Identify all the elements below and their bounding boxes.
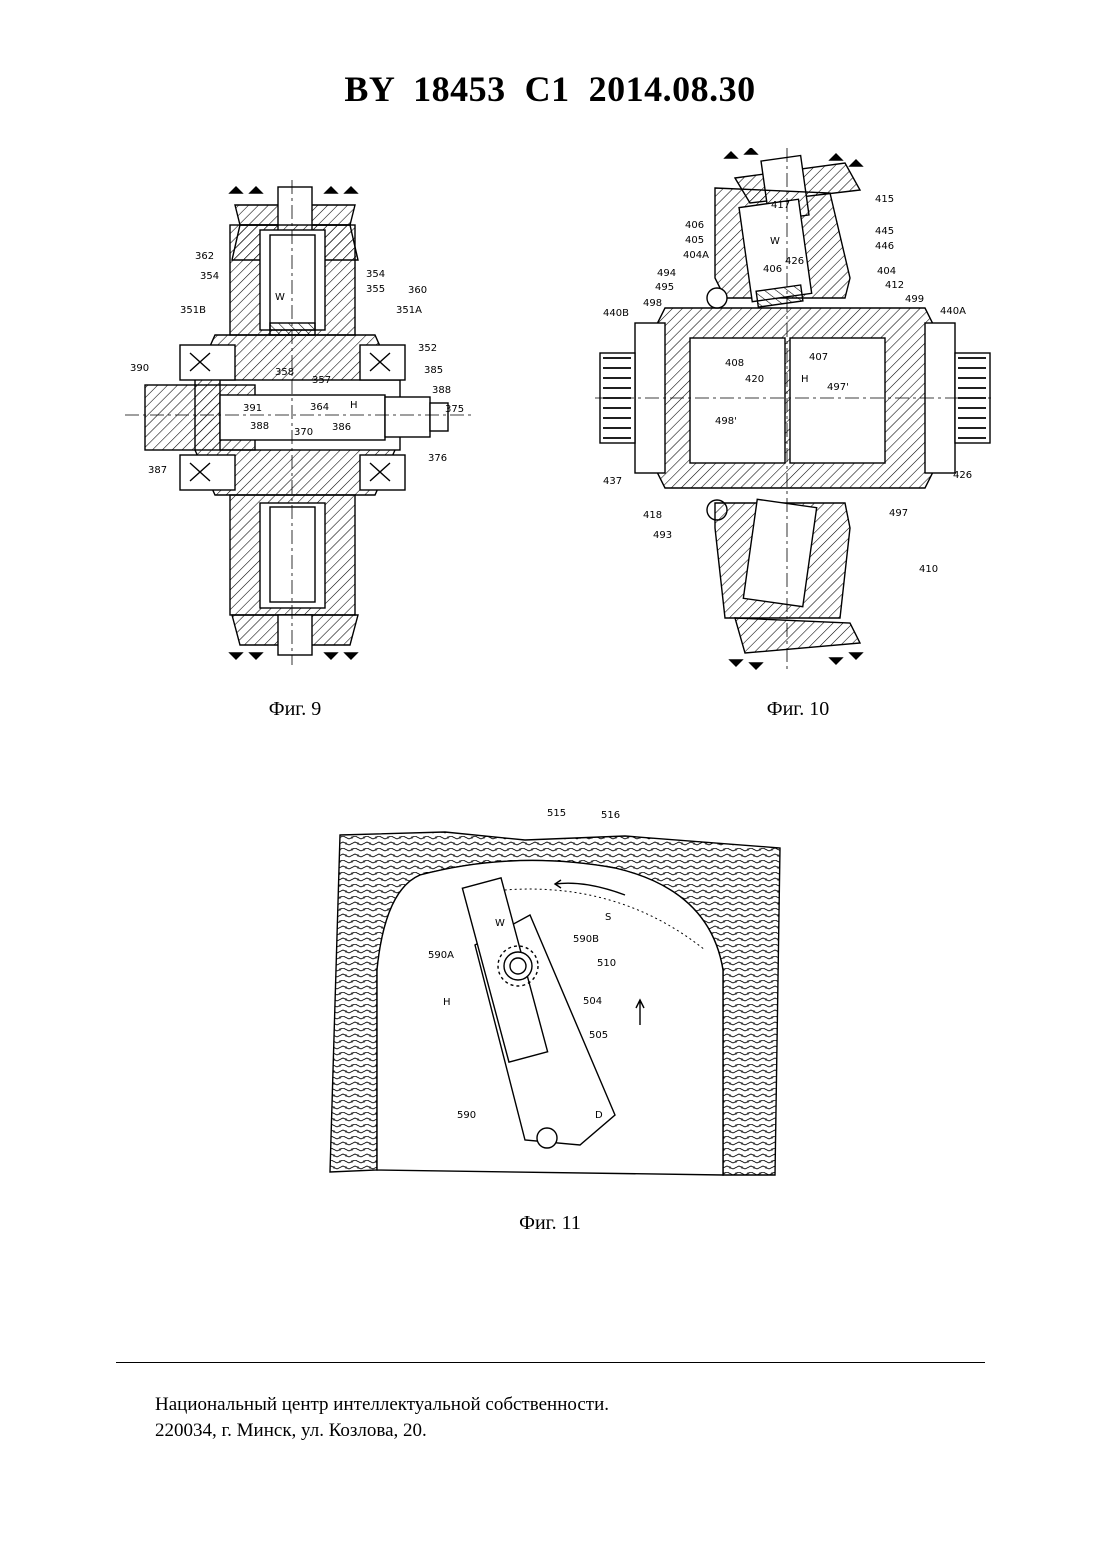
figure-10-caption: Фиг. 10 bbox=[698, 698, 898, 721]
footer: Национальный центр интеллектуальной собс… bbox=[155, 1392, 609, 1444]
svg-text:387: 387 bbox=[148, 465, 167, 476]
svg-text:390: 390 bbox=[130, 363, 149, 374]
svg-text:364: 364 bbox=[310, 402, 329, 413]
svg-text:446: 446 bbox=[875, 241, 894, 252]
svg-text:352: 352 bbox=[418, 343, 437, 354]
svg-text:499: 499 bbox=[905, 294, 924, 305]
svg-text:360: 360 bbox=[408, 285, 427, 296]
svg-text:388: 388 bbox=[432, 385, 451, 396]
svg-text:H: H bbox=[350, 400, 358, 411]
svg-text:515: 515 bbox=[547, 808, 566, 819]
svg-text:351B: 351B bbox=[180, 305, 206, 316]
svg-text:406: 406 bbox=[763, 264, 782, 275]
svg-text:510: 510 bbox=[597, 958, 616, 969]
svg-text:376: 376 bbox=[428, 453, 447, 464]
svg-text:358: 358 bbox=[275, 367, 294, 378]
svg-text:497: 497 bbox=[889, 508, 908, 519]
svg-text:391: 391 bbox=[243, 403, 262, 414]
svg-text:504: 504 bbox=[583, 996, 602, 1007]
svg-text:D: D bbox=[595, 1110, 603, 1121]
svg-text:440A: 440A bbox=[940, 306, 966, 317]
svg-text:S: S bbox=[605, 912, 611, 923]
svg-text:505: 505 bbox=[589, 1030, 608, 1041]
svg-text:410: 410 bbox=[919, 564, 938, 575]
svg-text:407: 407 bbox=[809, 352, 828, 363]
svg-text:494: 494 bbox=[657, 268, 676, 279]
svg-text:388: 388 bbox=[250, 421, 269, 432]
footer-line-1: Национальный центр интеллектуальной собс… bbox=[155, 1392, 609, 1418]
svg-text:H: H bbox=[801, 374, 809, 385]
svg-text:437: 437 bbox=[603, 476, 622, 487]
svg-text:375: 375 bbox=[445, 404, 464, 415]
figure-11-drawing: 515 516 S W 590B 590A 510 H 504 505 590 … bbox=[325, 800, 785, 1180]
svg-text:408: 408 bbox=[725, 358, 744, 369]
svg-text:445: 445 bbox=[875, 226, 894, 237]
svg-text:W: W bbox=[275, 292, 285, 303]
svg-text:354: 354 bbox=[200, 271, 219, 282]
svg-text:516: 516 bbox=[601, 810, 620, 821]
svg-text:405: 405 bbox=[685, 235, 704, 246]
svg-text:420: 420 bbox=[745, 374, 764, 385]
svg-text:590: 590 bbox=[457, 1110, 476, 1121]
svg-text:W: W bbox=[770, 236, 780, 247]
svg-text:497': 497' bbox=[827, 382, 849, 393]
figure-9-caption: Фиг. 9 bbox=[195, 698, 395, 721]
svg-text:H: H bbox=[443, 997, 451, 1008]
svg-text:370: 370 bbox=[294, 427, 313, 438]
svg-text:493: 493 bbox=[653, 530, 672, 541]
svg-text:404: 404 bbox=[877, 266, 896, 277]
footer-line-2: 220034, г. Минск, ул. Козлова, 20. bbox=[155, 1418, 609, 1444]
svg-text:355: 355 bbox=[366, 284, 385, 295]
svg-text:386: 386 bbox=[332, 422, 351, 433]
figure-10-drawing: 415 417 406 405 404A 445 446 W 406 426 4… bbox=[595, 148, 995, 673]
svg-text:440B: 440B bbox=[603, 308, 629, 319]
svg-text:385: 385 bbox=[424, 365, 443, 376]
svg-text:418: 418 bbox=[643, 510, 662, 521]
svg-text:404A: 404A bbox=[683, 250, 709, 261]
svg-text:406: 406 bbox=[685, 220, 704, 231]
svg-text:351A: 351A bbox=[396, 305, 422, 316]
svg-text:590A: 590A bbox=[428, 950, 454, 961]
svg-text:362: 362 bbox=[195, 251, 214, 262]
svg-text:498: 498 bbox=[643, 298, 662, 309]
figure-9-drawing: 362 354 354 355 360 351B 351A 352 W 390 … bbox=[120, 175, 500, 670]
svg-text:357: 357 bbox=[312, 375, 331, 386]
svg-text:426: 426 bbox=[785, 256, 804, 267]
svg-text:415: 415 bbox=[875, 194, 894, 205]
svg-text:590B: 590B bbox=[573, 934, 599, 945]
document-header: BY 18453 C1 2014.08.30 bbox=[0, 68, 1100, 110]
svg-text:354: 354 bbox=[366, 269, 385, 280]
footer-divider bbox=[116, 1362, 985, 1363]
svg-text:W: W bbox=[495, 918, 505, 929]
svg-text:426: 426 bbox=[953, 470, 972, 481]
svg-text:498': 498' bbox=[715, 416, 737, 427]
svg-text:412: 412 bbox=[885, 280, 904, 291]
svg-text:417: 417 bbox=[771, 200, 790, 211]
figure-11-caption: Фиг. 11 bbox=[450, 1212, 650, 1235]
svg-text:495: 495 bbox=[655, 282, 674, 293]
